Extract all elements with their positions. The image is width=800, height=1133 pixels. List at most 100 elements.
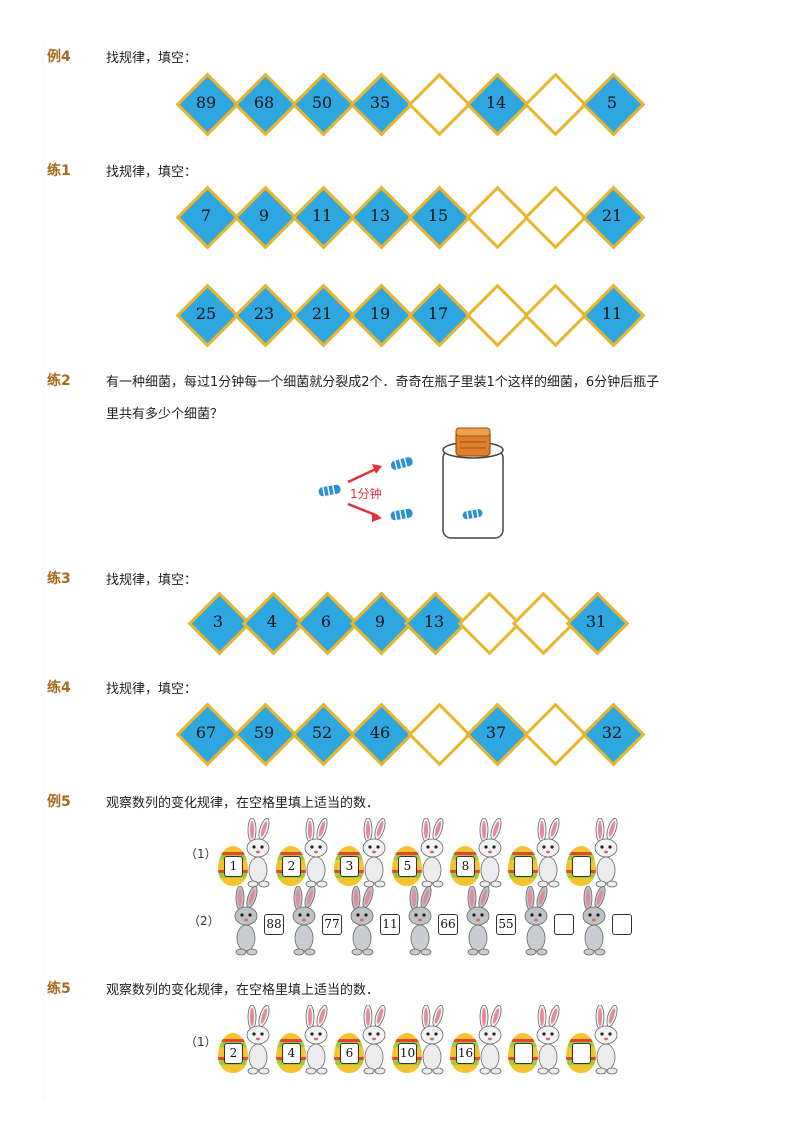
blank-diamond[interactable]	[523, 72, 588, 137]
sub-question-label: （1）	[185, 1035, 217, 1049]
bunny-icon	[472, 1004, 508, 1079]
easter-egg: 1	[218, 846, 248, 888]
answer-box[interactable]	[572, 1043, 591, 1064]
diamond-number: 68	[253, 93, 275, 112]
bunny-icon	[240, 1004, 276, 1079]
number-diamond: 31	[565, 591, 630, 656]
section-prompt: 观察数列的变化规律，在空格里填上适当的数．	[106, 983, 380, 998]
diamond-number	[457, 591, 519, 653]
bunny-icon	[588, 1004, 624, 1079]
number-diamond: 9	[349, 591, 414, 656]
section-prompt: 观察数列的变化规律，在空格里填上适当的数．	[106, 796, 380, 811]
blank-diamond[interactable]	[511, 591, 576, 656]
diamond-number	[523, 702, 585, 764]
number-diamond: 4	[241, 591, 306, 656]
bunny-icon	[588, 817, 624, 892]
bacteria-icon	[390, 508, 413, 521]
number-diamond: 52	[291, 702, 356, 767]
answer-box[interactable]	[554, 914, 574, 935]
section-tag: 例5	[47, 794, 71, 810]
section-tag: 练4	[47, 680, 71, 696]
easter-egg: 6	[334, 1033, 364, 1075]
number-diamond: 59	[233, 702, 298, 767]
number-diamond: 17	[407, 283, 472, 348]
diamond-number: 23	[253, 304, 275, 323]
easter-egg: 2	[218, 1033, 248, 1075]
diamond-number: 35	[369, 93, 391, 112]
blank-diamond[interactable]	[465, 185, 530, 250]
bunny-icon	[530, 817, 566, 892]
arrow-down-icon	[347, 502, 382, 522]
easter-egg: 4	[276, 1033, 306, 1075]
section-prompt: 找规律，填空：	[106, 573, 198, 588]
diamond-number	[407, 702, 469, 764]
bunny-icon	[356, 817, 392, 892]
diamond-number: 6	[320, 612, 332, 631]
bunny-icon	[414, 817, 450, 892]
gray-bunny-icon	[460, 885, 496, 960]
blank-diamond[interactable]	[523, 702, 588, 767]
bunny-icon	[240, 817, 276, 892]
number-box: 16	[456, 1043, 475, 1064]
diamond-number: 13	[369, 206, 391, 225]
bacteria-icon	[390, 457, 413, 470]
diamond-number	[407, 72, 469, 134]
diamond-number: 14	[485, 93, 507, 112]
diamond-number	[523, 72, 585, 134]
number-box: 5	[398, 856, 417, 877]
number-box: 66	[438, 914, 458, 935]
diamond-number: 21	[311, 304, 333, 323]
blank-diamond[interactable]	[523, 185, 588, 250]
bacteria-figure: 1分钟	[318, 427, 504, 539]
bunny-icon	[298, 817, 334, 892]
blank-diamond[interactable]	[465, 283, 530, 348]
number-box: 11	[380, 914, 400, 935]
answer-box[interactable]	[514, 856, 533, 877]
gray-bunny-icon	[518, 885, 554, 960]
problem-text-line2: 里共有多少个细菌？	[106, 407, 224, 422]
diamond-number: 25	[195, 304, 217, 323]
number-diamond: 68	[233, 72, 298, 137]
number-diamond: 23	[233, 283, 298, 348]
diamond-number: 11	[601, 304, 623, 323]
problem-text-line1: 有一种细菌，每过1分钟每一个细菌就分裂成2个．奇奇在瓶子里装1个这样的细菌，6分…	[106, 375, 660, 390]
blank-diamond[interactable]	[407, 72, 472, 137]
number-box: 1	[224, 856, 243, 877]
blank-diamond[interactable]	[407, 702, 472, 767]
diamond-number: 21	[601, 206, 623, 225]
number-box: 77	[322, 914, 342, 935]
number-box: 3	[340, 856, 359, 877]
number-box: 2	[282, 856, 301, 877]
diamond-number: 59	[253, 723, 275, 742]
number-diamond: 89	[175, 72, 240, 137]
sub-question-label: （2）	[188, 914, 220, 928]
number-diamond: 13	[403, 591, 468, 656]
diamond-number: 11	[311, 206, 333, 225]
bunny-icon	[298, 1004, 334, 1079]
diamond-number: 7	[200, 206, 212, 225]
blank-diamond[interactable]	[523, 283, 588, 348]
section-tag: 练1	[47, 163, 71, 179]
number-box: 6	[340, 1043, 359, 1064]
diamond-number: 15	[427, 206, 449, 225]
answer-box[interactable]	[612, 914, 632, 935]
section-prompt: 找规律，填空：	[106, 51, 198, 66]
bunny-icon	[356, 1004, 392, 1079]
number-diamond: 37	[465, 702, 530, 767]
easter-egg: 10	[392, 1033, 422, 1075]
diamond-number: 46	[369, 723, 391, 742]
diamond-number: 67	[195, 723, 217, 742]
diamond-number: 3	[212, 612, 224, 631]
bottle-icon	[442, 427, 504, 539]
answer-box[interactable]	[514, 1043, 533, 1064]
diamond-number: 9	[258, 206, 270, 225]
answer-box[interactable]	[572, 856, 591, 877]
section-prompt: 找规律，填空：	[106, 682, 198, 697]
number-box: 4	[282, 1043, 301, 1064]
easter-egg: 16	[450, 1033, 480, 1075]
number-diamond: 21	[291, 283, 356, 348]
diamond-number: 89	[195, 93, 217, 112]
blank-diamond[interactable]	[457, 591, 522, 656]
section-tag: 练2	[47, 373, 71, 389]
